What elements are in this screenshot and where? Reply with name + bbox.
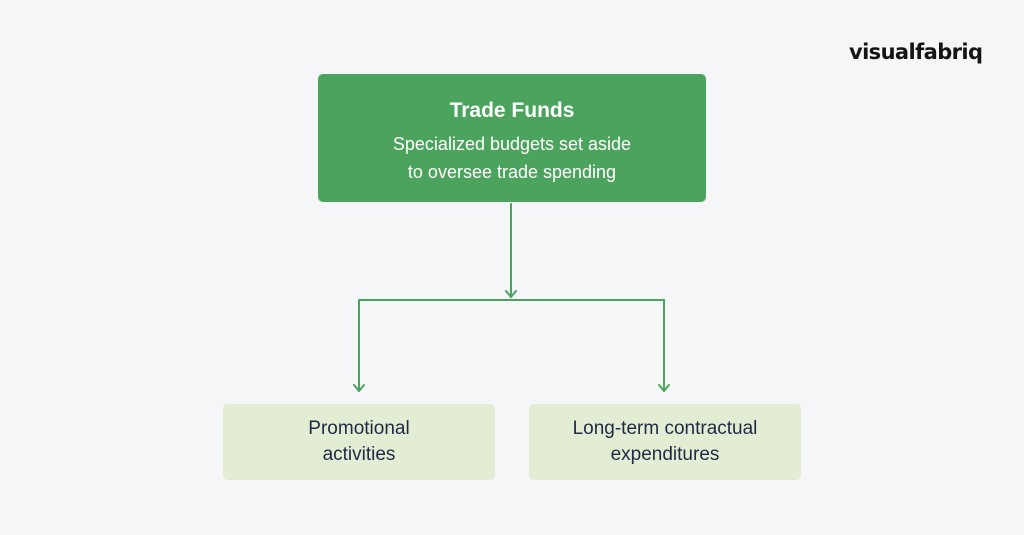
child-node-promotional-activities: Promotional activities	[223, 404, 495, 480]
root-node-description-line2: to oversee trade spending	[407, 162, 617, 182]
child-node-label-line1: Promotional	[308, 418, 410, 439]
child-node-label: Promotional activities	[308, 416, 409, 468]
child-node-label-line1: Long-term contractual	[572, 418, 758, 439]
root-node-description: Specialized budgets set aside to oversee…	[318, 130, 706, 186]
root-node-title: Trade Funds	[449, 99, 575, 122]
connector-root-arrowhead	[505, 290, 517, 298]
connector-left-arrowhead	[353, 384, 365, 392]
brand-logo: visualfabriq	[849, 40, 983, 64]
child-node-label: Long-term contractual expenditures	[573, 416, 758, 468]
child-node-label-line2: expenditures	[610, 444, 720, 465]
root-node-description-line1: Specialized budgets set aside	[392, 134, 632, 154]
root-node-trade-funds: Trade Funds Specialized budgets set asid…	[318, 74, 706, 202]
child-node-long-term-contractual-expenditures: Long-term contractual expenditures	[529, 404, 801, 480]
connector-right-arrowhead	[658, 384, 670, 392]
child-node-label-line2: activities	[322, 444, 396, 465]
